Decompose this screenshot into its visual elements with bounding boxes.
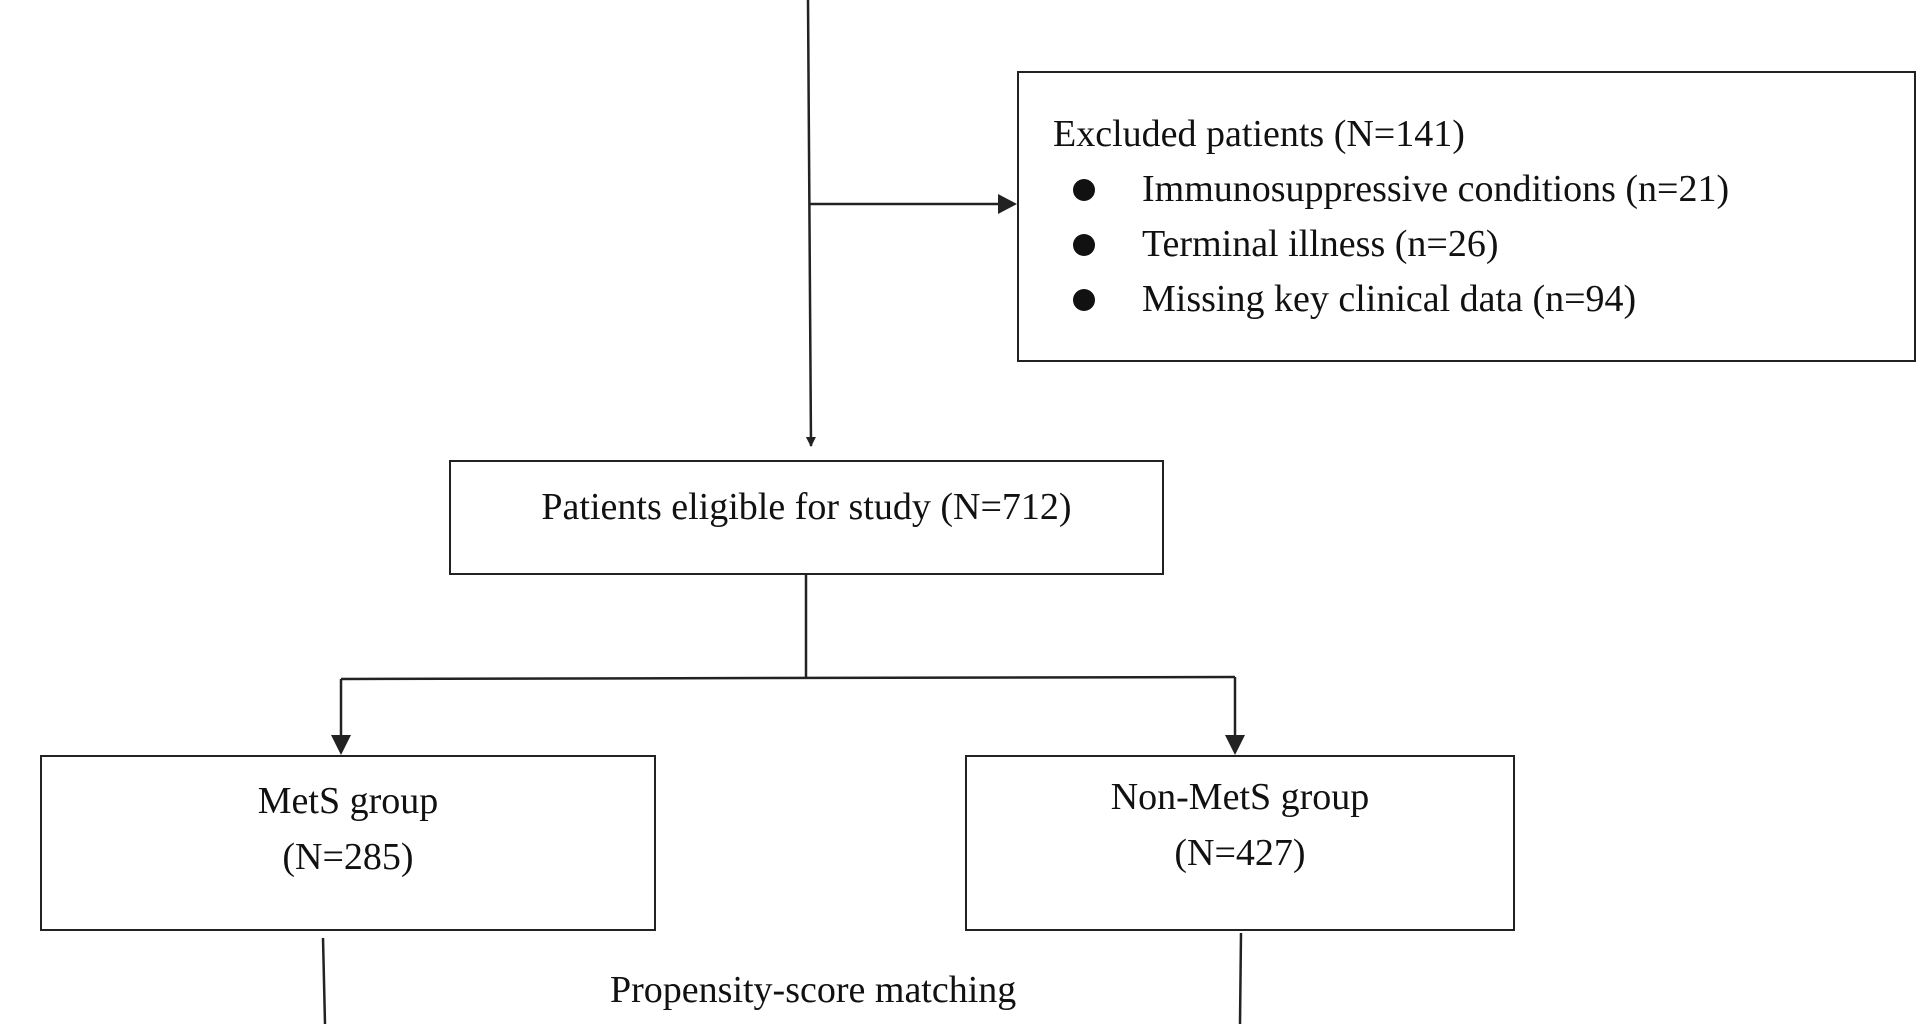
arrow-to-nonmets [1225,735,1245,755]
connector-top-to-eligible [805,0,816,447]
bullet-icon [1073,179,1095,201]
eligible-patients-box: Patients eligible for study (N=712) [449,460,1164,575]
nonmets-count: (N=427) [1174,831,1306,874]
eligible-label: Patients eligible for study (N=712) [541,485,1072,528]
nonmets-group-box: Non-MetS group (N=427) [965,755,1515,931]
excluded-title: Excluded patients (N=141) [1053,113,1465,155]
exclusion-item-label: Terminal illness (n=26) [1142,223,1499,265]
exclusion-item: Missing key clinical data (n=94) [1053,272,1914,327]
exclusion-item-label: Missing key clinical data (n=94) [1142,278,1637,320]
connector-mets-down [321,937,327,1024]
bullet-icon [1073,234,1095,256]
propensity-matching-label: Propensity-score matching [610,969,1017,1011]
excluded-patients-box: Excluded patients (N=141) Immunosuppress… [1017,71,1916,362]
arrow-to-excluded [998,194,1017,214]
exclusion-item-label: Immunosuppressive conditions (n=21) [1142,168,1730,210]
connector-nonmets-down [1238,932,1243,1024]
connector-split-horizontal [340,675,1236,681]
mets-count: (N=285) [282,835,414,878]
exclusion-item: Terminal illness (n=26) [1053,217,1914,272]
bullet-icon [1073,289,1095,311]
exclusion-list: Immunosuppressive conditions (n=21) Term… [1053,162,1914,327]
arrow-to-mets [331,735,351,755]
nonmets-title: Non-MetS group [1110,776,1370,818]
exclusion-item: Immunosuppressive conditions (n=21) [1053,162,1914,217]
mets-title: MetS group [257,780,439,822]
mets-group-box: MetS group (N=285) [40,755,656,931]
